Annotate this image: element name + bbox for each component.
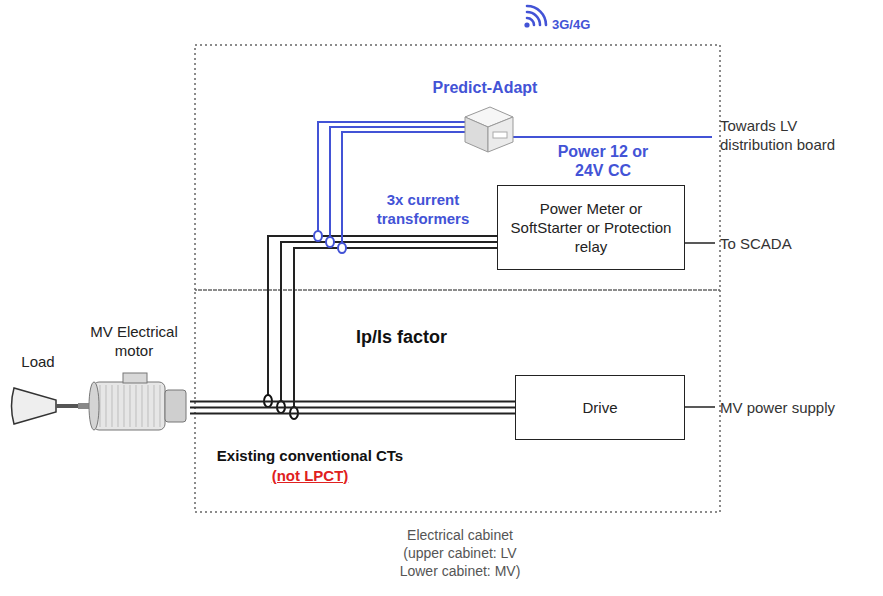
scada-label: To SCADA bbox=[720, 234, 840, 253]
load-illustration bbox=[8, 385, 68, 427]
load-icon: Load bbox=[8, 352, 68, 432]
meter-box: Power Meter or SoftStarter or Protection… bbox=[497, 185, 685, 270]
motor-icon: MV Electrical motor bbox=[78, 322, 190, 444]
heading-label: Predict-Adapt bbox=[430, 78, 540, 97]
drive-box: Drive bbox=[515, 375, 685, 440]
motor-illustration bbox=[78, 368, 190, 444]
heading-label: Load bbox=[8, 352, 68, 371]
connector-line bbox=[190, 407, 515, 409]
factor-label: Ip/Is factor bbox=[356, 326, 496, 348]
supply-label: MV power supply bbox=[720, 398, 870, 417]
shaft-connector bbox=[68, 406, 78, 407]
ct-secondary-wires bbox=[268, 236, 497, 407]
box-label: Power Meter or SoftStarter or Protection… bbox=[506, 199, 676, 256]
blue-ct-rings bbox=[314, 231, 346, 253]
device-illustration bbox=[455, 102, 515, 157]
destination-label: Towards LV distribution board bbox=[720, 116, 860, 154]
box-label: Drive bbox=[582, 398, 617, 417]
heading-label: MV Electrical motor bbox=[78, 322, 190, 360]
connector-line bbox=[190, 413, 515, 415]
cabinet-caption: Electrical cabinet (upper cabinet: LV Lo… bbox=[390, 526, 530, 580]
scada-line bbox=[685, 242, 715, 244]
power-line bbox=[513, 136, 712, 138]
mv-supply-line bbox=[685, 406, 715, 408]
cable-connector bbox=[190, 402, 515, 414]
connector-line bbox=[190, 401, 515, 403]
power-label: Power 12 or 24V CC bbox=[548, 142, 658, 180]
ct-note: Existing conventional CTs bbox=[205, 446, 415, 465]
wifi-icon bbox=[524, 6, 546, 28]
ct-warning: (not LPCT) bbox=[205, 466, 415, 485]
network-label: 3G/4G bbox=[552, 15, 612, 34]
connector-line bbox=[68, 404, 78, 408]
ct-label: 3x current transformers bbox=[368, 190, 478, 228]
sensor-device: Predict-Adapt bbox=[430, 78, 540, 163]
upper-cabinet bbox=[195, 45, 720, 290]
